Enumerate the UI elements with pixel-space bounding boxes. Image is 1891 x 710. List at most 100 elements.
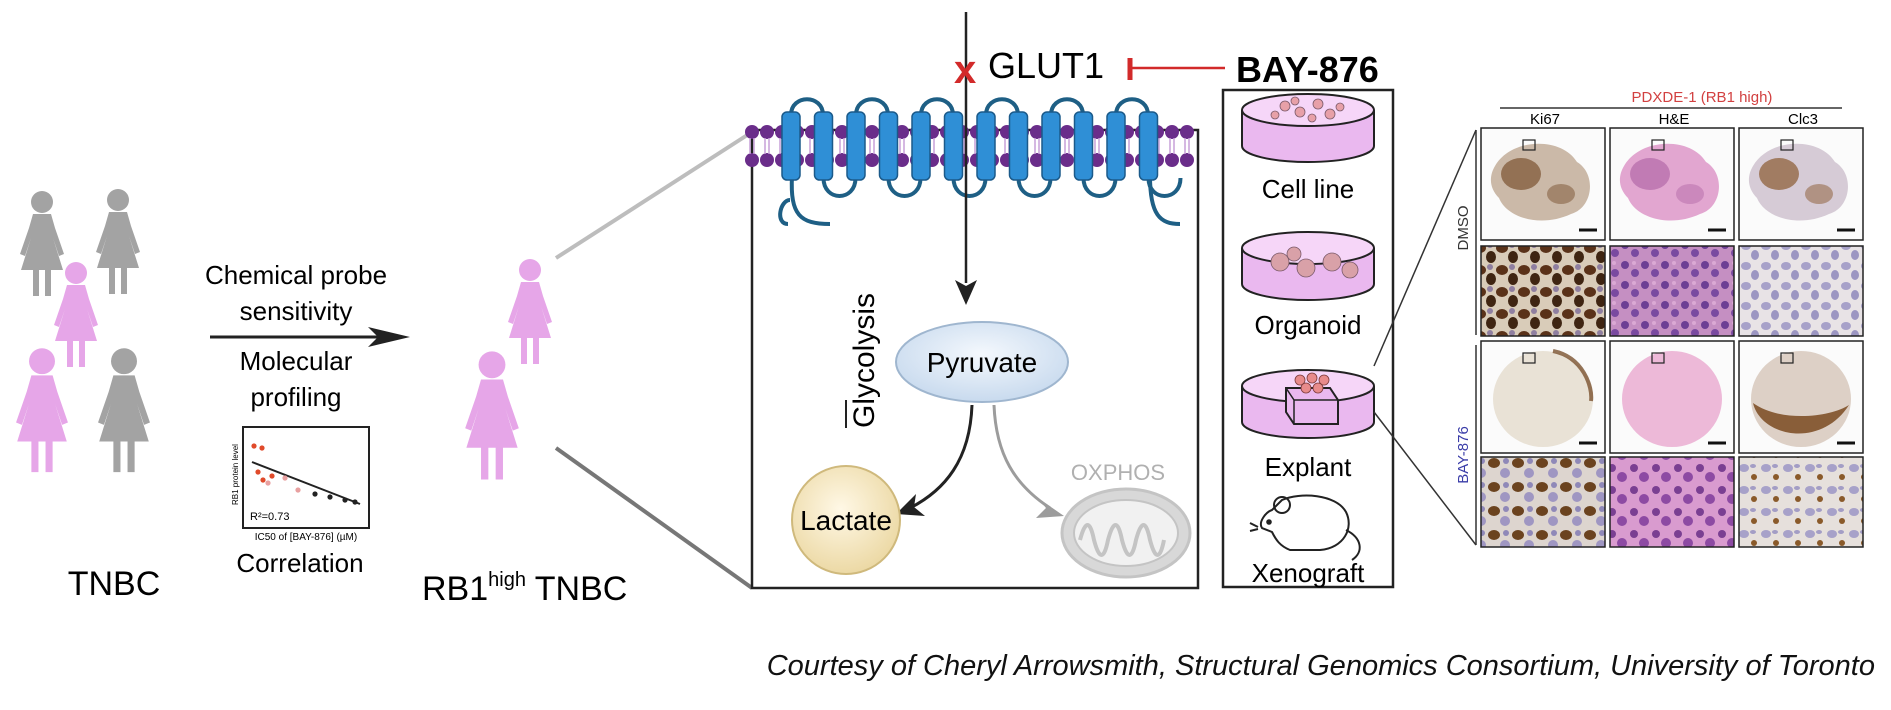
histology-row-label: DMSO	[1455, 206, 1472, 251]
model-label: Organoid	[1255, 310, 1362, 340]
to-oxphos-arrow	[992, 404, 1051, 510]
histology-title: PDXDE-1 (RB1 high)	[1632, 89, 1773, 106]
transmembrane-helix	[911, 111, 931, 181]
scatter-point	[352, 499, 358, 505]
lipid-head	[1165, 125, 1179, 139]
histology-zoom-panel	[1609, 456, 1735, 548]
transmembrane-helix	[781, 111, 801, 181]
lipid-head	[1180, 153, 1194, 167]
scatter-point	[327, 494, 333, 500]
scatter-point	[259, 445, 265, 451]
mitochondrion-icon	[1060, 487, 1192, 579]
lipid-head	[835, 153, 849, 167]
arrow-head-icon	[368, 327, 410, 347]
tnbc-cohort	[16, 189, 150, 473]
lipid-head	[835, 125, 849, 139]
person-icon	[98, 348, 150, 473]
inhibitor-label: BAY-876	[1236, 49, 1379, 90]
scatter-y-label: RB1 protein level	[231, 444, 240, 505]
scatter-point	[265, 480, 271, 486]
person-icon	[508, 259, 552, 364]
regression-line	[251, 461, 361, 505]
scatter-point	[295, 487, 301, 493]
arrow-text-line-2: sensitivity	[240, 296, 353, 326]
lipid-head	[1180, 125, 1194, 139]
models-box	[1221, 88, 1395, 589]
transmembrane-helix	[813, 111, 834, 181]
image-credit: Courtesy of Cheryl Arrowsmith, Structura…	[766, 650, 1875, 682]
transmembrane-helix	[878, 111, 899, 181]
histology-zoom-panel	[1609, 245, 1735, 337]
to-lactate-arrow	[909, 404, 974, 510]
arrow-text-line-1: Chemical probe	[205, 260, 387, 290]
lactate-node	[791, 465, 901, 575]
histology-grid	[1480, 127, 1864, 548]
model-label: Xenograft	[1252, 558, 1366, 588]
transmembrane-helix	[1106, 111, 1126, 181]
zoom-line-top	[554, 130, 754, 260]
zoom-line-bottom	[554, 446, 754, 590]
transmembrane-helix	[943, 111, 964, 181]
arrow-head-icon	[1036, 498, 1064, 518]
transmembrane-helix	[1073, 111, 1094, 181]
scatter-point	[255, 469, 261, 475]
transmembrane-helix	[1008, 111, 1029, 181]
arrow-head-icon	[955, 280, 977, 305]
histology-column-label: Clc3	[1788, 111, 1818, 128]
histology-zoom-panel	[1738, 456, 1864, 548]
lipid-head	[1060, 153, 1074, 167]
scatter-point	[282, 475, 288, 481]
model-label: Cell line	[1262, 174, 1355, 204]
glycolysis-label: Glycolysis	[848, 293, 881, 428]
block-x-icon: x	[954, 48, 976, 92]
glut1-transporter	[778, 97, 1183, 226]
pyruvate-label: Pyruvate	[927, 347, 1038, 378]
transmembrane-helix	[1041, 111, 1061, 181]
person-icon	[465, 351, 519, 480]
histology-column-label: Ki67	[1530, 111, 1560, 128]
scatter-point	[269, 473, 275, 479]
scatter-frame	[242, 426, 370, 529]
zoom-line-histology-top	[1373, 129, 1477, 367]
rb1-high-cohort	[465, 259, 552, 480]
scatter-point	[312, 491, 318, 497]
histology-zoom-panel	[1738, 245, 1864, 337]
lipid-head	[1090, 125, 1104, 139]
transmembrane-helix	[976, 111, 996, 181]
scatter-points	[251, 443, 358, 505]
lipid-head	[745, 125, 759, 139]
lipid-head	[1165, 153, 1179, 167]
correlation-caption: Correlation	[236, 548, 363, 578]
histology-zoom-panel	[1480, 456, 1606, 548]
model-systems	[1241, 93, 1375, 439]
model-label: Explant	[1265, 452, 1352, 482]
correlation-scatter: R²=0.73 RB1 protein level IC50 of [BAY-8…	[231, 426, 370, 543]
lipid-head	[1090, 153, 1104, 167]
lipid-head	[745, 153, 759, 167]
histology-row-label: BAY-876	[1455, 426, 1472, 484]
person-icon	[54, 262, 98, 367]
scatter-point	[260, 477, 266, 483]
histology-column-label: H&E	[1659, 111, 1690, 128]
lipid-head	[760, 125, 774, 139]
tnbc-label: TNBC	[68, 565, 161, 603]
oxphos-label: OXPHOS	[1071, 460, 1165, 485]
glut1-label: GLUT1	[988, 45, 1104, 86]
zoom-line-histology-bottom	[1373, 411, 1477, 546]
arrow-text-line-4: profiling	[250, 382, 341, 412]
arrow-head-icon	[896, 494, 925, 516]
pyruvate-node	[895, 321, 1069, 403]
lipid-head	[1060, 125, 1074, 139]
scatter-point	[251, 443, 257, 449]
scatter-x-label: IC50 of [BAY-876] (µM)	[255, 532, 357, 543]
lipid-head	[865, 153, 879, 167]
mouse-icon	[1249, 494, 1361, 561]
person-icon	[20, 191, 64, 296]
r2-label: R²=0.73	[250, 511, 289, 523]
scatter-point	[342, 497, 348, 503]
lipid-head	[865, 125, 879, 139]
histology-zoom-panel	[1480, 245, 1606, 337]
lactate-label: Lactate	[800, 505, 892, 536]
person-icon	[16, 348, 68, 473]
cell-membrane	[745, 125, 1194, 167]
